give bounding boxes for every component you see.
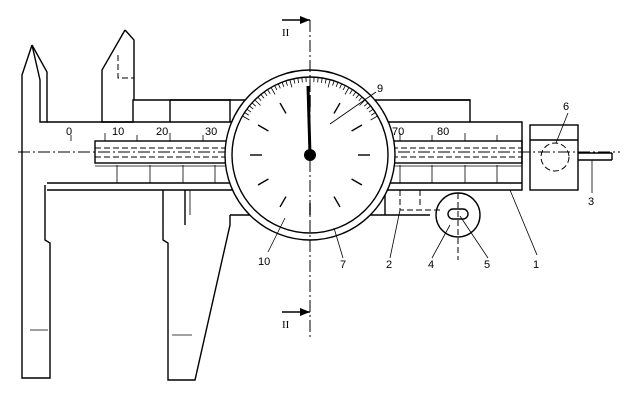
dial-fine-tick: [366, 105, 371, 110]
dial-fine-tick: [321, 77, 323, 83]
dial-fine-tick: [244, 112, 249, 116]
dial-fine-tick: [368, 108, 374, 113]
dial-major-tick: [333, 102, 341, 114]
scale-label-80: 80: [437, 126, 449, 138]
dial-major-tick: [351, 124, 363, 132]
dial-major-tick: [279, 196, 287, 208]
section-mark-bottom: II: [282, 319, 290, 331]
dial-fine-tick: [297, 77, 299, 83]
dial-fine-tick: [254, 99, 261, 106]
dial-fine-tick: [242, 115, 250, 121]
scale-label-10: 10: [112, 126, 124, 138]
sliding-jaw-lower: [162, 190, 231, 381]
dial-ticks: [242, 77, 378, 215]
section-mark-top: II: [282, 27, 290, 39]
scale-label-20: 20: [156, 126, 168, 138]
dial-fine-tick: [285, 80, 288, 86]
dial-major-tick: [351, 178, 363, 186]
callout-9: 9: [377, 83, 383, 95]
dial-fine-tick: [344, 87, 350, 95]
slider-hidden-lines: [399, 190, 440, 211]
callout-7: 7: [340, 259, 346, 271]
dial-fine-tick: [363, 102, 369, 107]
scale-label-70: 70: [392, 126, 404, 138]
wheel-slot: [447, 208, 469, 220]
dial-major-tick: [333, 196, 341, 208]
dial-fine-tick: [301, 77, 303, 83]
dial-major-tick: [257, 178, 269, 186]
dial-fine-tick: [270, 87, 276, 95]
sliding-jaw-upper: [101, 29, 231, 123]
dial-fine-tick: [342, 85, 346, 91]
callout-10: 10: [258, 256, 270, 268]
dial-fine-tick: [257, 96, 262, 102]
dial-fine-tick: [349, 89, 353, 94]
dial-fine-tick: [370, 115, 378, 121]
dial-fine-tick: [339, 83, 343, 89]
callout-4: 4: [428, 259, 434, 271]
dial-fine-tick: [249, 105, 254, 110]
dial-fine-tick: [277, 83, 281, 89]
dial-fine-tick: [352, 91, 357, 97]
dial-fine-tick: [332, 80, 335, 86]
dial-fine-tick: [371, 112, 376, 116]
end-block-hidden-circle: [540, 142, 570, 172]
section-arrow-top-head: [300, 16, 310, 24]
dial-fine-tick: [317, 77, 319, 83]
dial-fine-tick: [263, 91, 268, 97]
fixed-jaw: [21, 44, 51, 379]
dial-fine-tick: [246, 108, 252, 113]
sliding-jaw-hidden: [117, 55, 134, 79]
dial-fine-tick: [358, 96, 363, 102]
dial-fine-tick: [293, 78, 296, 84]
dial-fine-tick: [324, 78, 327, 84]
dial-fine-tick: [251, 102, 257, 107]
scale-label-0: 0: [66, 126, 72, 138]
dial-fine-tick: [327, 79, 331, 88]
dial-fine-tick: [267, 89, 271, 94]
section-arrow-bottom-head: [300, 308, 310, 316]
dial-major-tick: [257, 124, 269, 132]
beam-scale-ticks: [70, 133, 498, 141]
callout-3: 3: [588, 196, 594, 208]
callout-5: 5: [484, 259, 490, 271]
dial-fine-tick: [260, 94, 265, 99]
callout-2: 2: [386, 259, 392, 271]
callout-6: 6: [563, 101, 569, 113]
dial-fine-tick: [274, 85, 278, 91]
end-block: [529, 124, 579, 191]
dial-fine-tick: [335, 82, 339, 87]
callout-1: 1: [533, 259, 539, 271]
leader-lines: [267, 91, 593, 259]
dial-major-tick: [279, 102, 287, 114]
scale-label-30: 30: [205, 126, 217, 138]
dial-fine-tick: [359, 99, 366, 106]
dial-fine-tick: [289, 79, 293, 88]
dial-fine-tick: [355, 94, 360, 99]
dial-fine-tick: [281, 82, 285, 87]
